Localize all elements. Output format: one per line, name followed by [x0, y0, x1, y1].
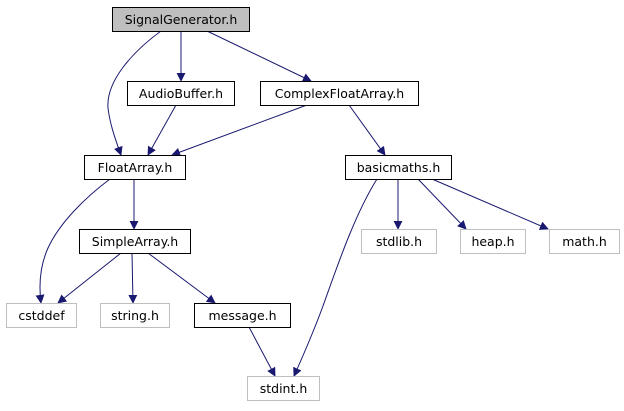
edge-complexfloatarray-to-basicmaths — [348, 104, 386, 156]
node-heap: heap.h — [460, 229, 526, 254]
edge-simplearray-to-message — [147, 252, 216, 304]
edge-floatarray-to-cstddef — [35, 178, 111, 304]
edge-basicmaths-to-stdint — [293, 178, 378, 377]
node-box-signalgenerator — [112, 7, 250, 32]
edges — [35, 30, 549, 377]
node-box-math — [549, 229, 620, 254]
node-string: string.h — [100, 303, 170, 328]
node-audiobuffer[interactable]: AudioBuffer.h — [127, 81, 235, 106]
node-label-complexfloatarray: ComplexFloatArray.h — [275, 86, 404, 101]
node-message[interactable]: message.h — [194, 303, 291, 328]
node-label-cstddef: cstddef — [18, 308, 65, 323]
node-box-simplearray — [79, 229, 191, 254]
node-label-math: math.h — [562, 234, 607, 249]
node-basicmaths[interactable]: basicmaths.h — [345, 155, 452, 180]
edge-complexfloatarray-to-floatarray — [171, 104, 308, 157]
node-label-floatarray: FloatArray.h — [98, 160, 173, 175]
node-label-signalgenerator: SignalGenerator.h — [125, 12, 238, 27]
node-math: math.h — [549, 229, 620, 254]
edge-simplearray-to-cstddef — [57, 252, 122, 304]
node-label-message: message.h — [208, 308, 276, 323]
node-stdint: stdint.h — [247, 376, 320, 401]
edge-signalgenerator-to-complexfloatarray — [206, 30, 312, 82]
edge-basicmaths-to-math — [431, 178, 549, 230]
node-stdlib: stdlib.h — [361, 229, 437, 254]
node-box-message — [194, 303, 291, 328]
node-box-complexfloatarray — [260, 81, 419, 106]
node-box-heap — [460, 229, 526, 254]
node-box-cstddef — [6, 303, 77, 328]
edge-message-to-stdint — [248, 326, 276, 377]
node-box-stdint — [247, 376, 320, 401]
edge-simplearray-to-string — [128, 252, 138, 304]
node-label-audiobuffer: AudioBuffer.h — [139, 86, 223, 101]
node-label-simplearray: SimpleArray.h — [92, 234, 178, 249]
node-label-string: string.h — [111, 308, 159, 323]
edge-signalgenerator-to-floatarray — [107, 30, 162, 156]
node-label-stdint: stdint.h — [260, 381, 308, 396]
node-label-basicmaths: basicmaths.h — [357, 160, 441, 175]
node-cstddef: cstddef — [6, 303, 77, 328]
node-simplearray[interactable]: SimpleArray.h — [79, 229, 191, 254]
node-box-audiobuffer — [127, 81, 235, 106]
node-signalgenerator[interactable]: SignalGenerator.h — [112, 7, 250, 32]
edge-audiobuffer-to-floatarray — [147, 104, 177, 156]
node-box-floatarray — [84, 155, 186, 180]
node-box-string — [100, 303, 170, 328]
node-label-stdlib: stdlib.h — [376, 234, 422, 249]
edge-basicmaths-to-heap — [417, 178, 467, 230]
node-label-heap: heap.h — [471, 234, 514, 249]
node-box-stdlib — [361, 229, 437, 254]
node-box-basicmaths — [345, 155, 452, 180]
node-complexfloatarray[interactable]: ComplexFloatArray.h — [260, 81, 419, 106]
node-floatarray[interactable]: FloatArray.h — [84, 155, 186, 180]
